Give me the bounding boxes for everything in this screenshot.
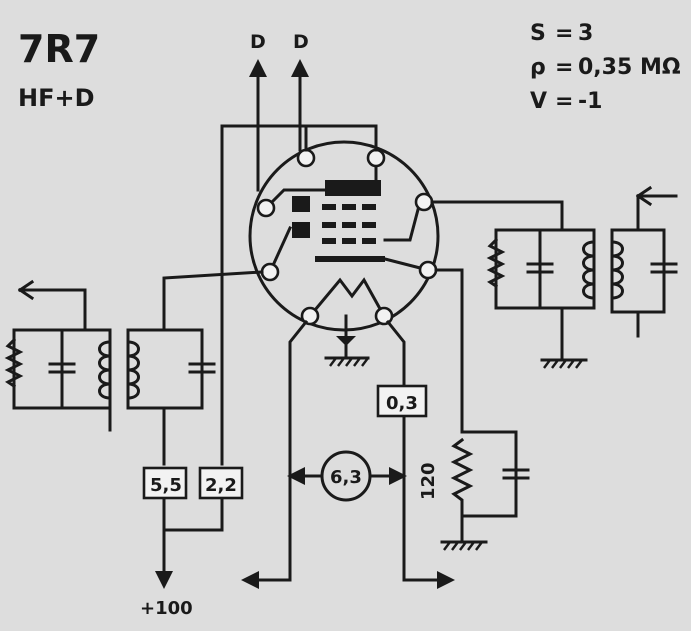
value-box-left-a — [142, 466, 188, 500]
left-secondary-coil — [126, 340, 140, 400]
pin-top-left — [296, 148, 316, 168]
parameter-block: S = 3 ρ = 0,35 MΩ V = -1 — [530, 21, 681, 114]
right-arrow-head-a — [635, 185, 653, 199]
param-symbol-v: V — [530, 89, 547, 114]
cathode — [315, 256, 385, 262]
right-ground-hatch — [543, 359, 583, 369]
param-symbol-rho: ρ — [530, 55, 546, 80]
left-secondary-tank — [126, 328, 204, 410]
cathode-resistor — [450, 437, 474, 518]
param-sep-s: = — [555, 21, 573, 46]
cathode-wire — [434, 268, 464, 434]
right-primary-resistor — [486, 237, 506, 289]
right-grid-wire — [430, 200, 564, 232]
value-right: 0,3 — [386, 393, 418, 414]
left-grid-wire — [162, 270, 264, 332]
right-secondary-coil — [610, 240, 624, 300]
pin-top-right — [366, 148, 386, 168]
pin-heater-left — [300, 306, 320, 326]
diode-label-left: D — [250, 31, 266, 53]
grid-dashes — [322, 204, 376, 244]
left-arrow-head-a — [17, 279, 35, 293]
diode-label-right: D — [293, 31, 309, 53]
tube-envelope — [248, 140, 440, 332]
diode-anode-2 — [292, 222, 310, 238]
center-ground-tri — [336, 336, 356, 346]
value-left-b: 2,2 — [205, 475, 237, 496]
value-left-a: 5,5 — [150, 475, 182, 496]
pin-left — [256, 198, 276, 218]
diode-outputs: D D — [249, 31, 309, 192]
value-box-left-b — [198, 466, 244, 500]
heater-wire-right-top — [385, 319, 406, 386]
heater-filament — [307, 277, 387, 319]
cathode-bypass-loop — [460, 430, 518, 518]
pin-lower-left — [260, 262, 280, 282]
heater-voltage-circle — [320, 450, 372, 502]
right-primary-tank — [494, 228, 596, 310]
param-value-s: 3 — [578, 21, 593, 46]
value-box-right — [376, 384, 428, 418]
param-symbol-s: S — [530, 21, 546, 46]
heater-wire-left — [241, 319, 309, 589]
pin-lower-right — [418, 260, 438, 280]
param-sep-rho: = — [555, 55, 573, 80]
tube-function: HF+D — [18, 84, 95, 112]
anode-supply-wire — [220, 124, 378, 466]
anode-plate — [325, 180, 381, 196]
param-value-rho: 0,35 MΩ — [578, 55, 681, 80]
heater-voltage: 6,3 — [330, 467, 362, 488]
tube-electrodes — [263, 156, 430, 319]
param-value-v: -1 — [578, 89, 602, 114]
right-if-transformer — [486, 185, 678, 338]
left-output-wire — [18, 288, 87, 332]
diode-anode-1 — [292, 196, 310, 212]
param-sep-v: = — [555, 89, 573, 114]
lead-grid — [383, 200, 422, 242]
tube-type: 7R7 — [18, 27, 100, 71]
pin-right — [414, 192, 434, 212]
center-ground-hatch — [329, 357, 369, 367]
pin-heater-right — [374, 306, 394, 326]
left-primary-coil — [98, 340, 112, 400]
right-primary-coil — [582, 240, 596, 300]
supply-label: +100 — [140, 598, 193, 619]
cathode-ground-hatch — [443, 541, 483, 551]
left-if-transformer — [4, 279, 216, 466]
left-arrow-head-b — [17, 287, 35, 301]
right-arrow-head-b — [635, 193, 653, 207]
cathode-resistor-value: 120 — [418, 462, 439, 500]
left-primary-resistor — [4, 337, 24, 389]
